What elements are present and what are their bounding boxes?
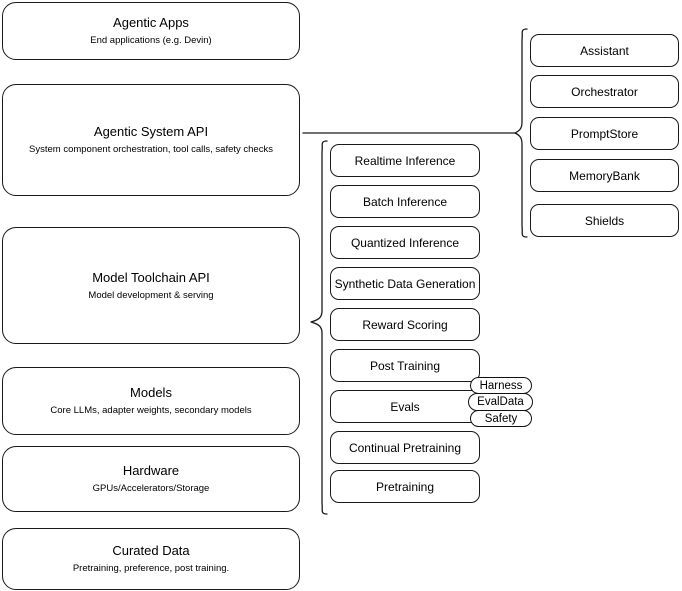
- layer-title: Models: [130, 385, 172, 400]
- component-label: PromptStore: [570, 126, 639, 141]
- layer-title: Model Toolchain API: [92, 269, 210, 285]
- component-label: Evals: [390, 399, 420, 414]
- component-label: Pretraining: [375, 479, 435, 494]
- layer-agentic-apps[interactable]: Agentic Apps End applications (e.g. Devi…: [2, 2, 300, 60]
- component-shields[interactable]: Shields: [530, 204, 679, 237]
- brace-agentic-components: [514, 28, 528, 238]
- layer-model-toolchain-api[interactable]: Model Toolchain API Model development & …: [2, 227, 300, 344]
- layer-hardware[interactable]: Hardware GPUs/Accelerators/Storage: [2, 446, 300, 512]
- component-label: Assistant: [580, 43, 629, 58]
- component-label: Post Training: [369, 358, 441, 373]
- component-label: MemoryBank: [569, 168, 640, 183]
- tag-harness[interactable]: Harness: [470, 377, 532, 394]
- tag-safety[interactable]: Safety: [470, 410, 532, 427]
- layer-subtitle: GPUs/Accelerators/Storage: [92, 483, 210, 494]
- component-evals[interactable]: Evals: [330, 390, 480, 423]
- tag-label: Safety: [484, 412, 518, 425]
- component-pretraining[interactable]: Pretraining: [330, 470, 480, 503]
- layer-title: Curated Data: [112, 543, 190, 558]
- tag-evaldata[interactable]: EvalData: [468, 393, 533, 411]
- component-promptstore[interactable]: PromptStore: [530, 117, 679, 150]
- layer-title: Hardware: [122, 463, 180, 478]
- layer-models[interactable]: Models Core LLMs, adapter weights, secon…: [2, 367, 300, 435]
- layer-subtitle: System component orchestration, tool cal…: [29, 144, 273, 155]
- component-batch-inference[interactable]: Batch Inference: [330, 185, 480, 218]
- component-realtime-inference[interactable]: Realtime Inference: [330, 144, 480, 177]
- component-label: Reward Scoring: [362, 317, 448, 332]
- component-memorybank[interactable]: MemoryBank: [530, 159, 679, 192]
- layer-title: Agentic Apps: [113, 15, 189, 30]
- component-label: Realtime Inference: [354, 153, 456, 168]
- tag-label: EvalData: [477, 396, 524, 408]
- layer-curated-data[interactable]: Curated Data Pretraining, preference, po…: [2, 528, 300, 590]
- component-continual-pretraining[interactable]: Continual Pretraining: [330, 431, 480, 464]
- tag-label: Harness: [479, 379, 523, 392]
- component-label: Orchestrator: [571, 84, 638, 99]
- component-quantized-inference[interactable]: Quantized Inference: [330, 226, 480, 259]
- layer-subtitle: Pretraining, preference, post training.: [72, 563, 230, 574]
- layer-subtitle: Model development & serving: [88, 289, 214, 301]
- component-orchestrator[interactable]: Orchestrator: [530, 75, 679, 108]
- layer-agentic-system-api[interactable]: Agentic System API System component orch…: [2, 84, 300, 196]
- brace-toolchain-components: [310, 140, 328, 515]
- component-post-training[interactable]: Post Training: [330, 349, 480, 382]
- component-label: Continual Pretraining: [348, 440, 462, 455]
- component-synthetic-data-generation[interactable]: Synthetic Data Generation: [330, 267, 480, 300]
- layer-title: Agentic System API: [93, 124, 209, 139]
- component-label: Synthetic Data Generation: [334, 276, 476, 291]
- component-reward-scoring[interactable]: Reward Scoring: [330, 308, 480, 341]
- component-label: Quantized Inference: [350, 235, 460, 250]
- component-label: Batch Inference: [362, 194, 448, 209]
- layer-subtitle: Core LLMs, adapter weights, secondary mo…: [50, 405, 252, 416]
- layer-subtitle: End applications (e.g. Devin): [90, 35, 212, 46]
- component-label: Shields: [584, 213, 625, 228]
- component-assistant[interactable]: Assistant: [530, 34, 679, 67]
